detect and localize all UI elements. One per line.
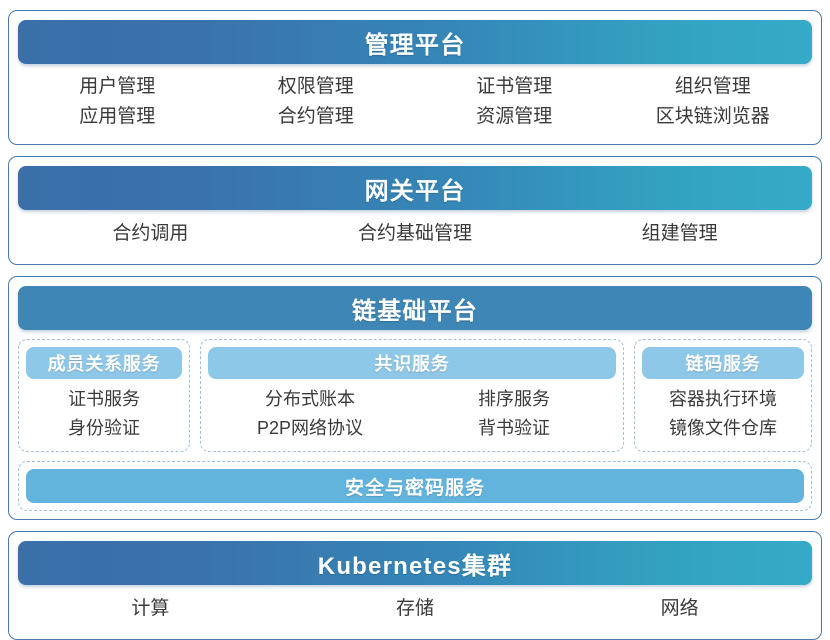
item-p2p-network-protocol: P2P网络协议 — [256, 418, 364, 438]
column-certificate-service: 证书服务 身份验证 — [26, 385, 182, 443]
column-certificate-management: 证书管理 资源管理 — [415, 72, 614, 132]
group-title-consensus-service: 共识服务 — [208, 347, 616, 379]
item-contract-base-management: 合约基础管理 — [358, 223, 473, 244]
group-title-member-relation-service: 成员关系服务 — [26, 347, 182, 379]
column-contract-base-management: 合约基础管理 — [283, 219, 548, 249]
layer-management-platform: 管理平台 用户管理 应用管理 权限管理 合约管理 证书管理 资源管理 组织管理 … — [8, 10, 822, 145]
item-ordering-service: 排序服务 — [478, 389, 550, 409]
item-contract-management: 合约管理 — [277, 106, 354, 127]
group-chaincode-service: 链码服务 容器执行环境 镜像文件仓库 — [634, 339, 812, 452]
security-crypto-service-bar: 安全与密码服务 — [26, 469, 804, 503]
item-user-management: 用户管理 — [79, 76, 156, 97]
layer-kubernetes-cluster: Kubernetes集群 计算 存储 网络 — [8, 531, 822, 640]
item-permission-management: 权限管理 — [277, 76, 354, 97]
column-user-management: 用户管理 应用管理 — [18, 72, 217, 132]
consensus-service-items: 分布式账本 P2P网络协议 排序服务 背书验证 — [208, 379, 616, 443]
member-relation-service-items: 证书服务 身份验证 — [26, 379, 182, 443]
item-component-management: 组建管理 — [641, 223, 718, 244]
item-certificate-service: 证书服务 — [68, 389, 140, 409]
column-compute: 计算 — [18, 594, 283, 624]
column-ordering-service: 排序服务 背书验证 — [412, 385, 616, 443]
column-permission-management: 权限管理 合约管理 — [217, 72, 416, 132]
item-network: 网络 — [660, 598, 699, 619]
item-application-management: 应用管理 — [79, 106, 156, 127]
layer-chain-base-platform: 链基础平台 成员关系服务 证书服务 身份验证 共识服务 分布式账本 — [8, 276, 822, 520]
item-distributed-ledger: 分布式账本 — [265, 389, 355, 409]
chaincode-service-items: 容器执行环境 镜像文件仓库 — [642, 379, 804, 443]
column-network: 网络 — [547, 594, 812, 624]
column-container-runtime: 容器执行环境 镜像文件仓库 — [642, 385, 804, 443]
layer-title-chain-base-platform: 链基础平台 — [18, 286, 812, 330]
chain-base-groups: 成员关系服务 证书服务 身份验证 共识服务 分布式账本 P2P网络协议 — [18, 339, 812, 452]
security-crypto-service-wrapper: 安全与密码服务 — [18, 461, 812, 511]
item-container-runtime: 容器执行环境 — [669, 389, 777, 409]
item-image-repository: 镜像文件仓库 — [669, 418, 777, 438]
group-consensus-service: 共识服务 分布式账本 P2P网络协议 排序服务 背书验证 — [200, 339, 624, 452]
column-contract-invocation: 合约调用 — [18, 219, 283, 249]
group-member-relation-service: 成员关系服务 证书服务 身份验证 — [18, 339, 190, 452]
layer-title-gateway-platform: 网关平台 — [18, 166, 812, 210]
column-component-management: 组建管理 — [547, 219, 812, 249]
item-storage: 存储 — [396, 598, 435, 619]
item-identity-verification: 身份验证 — [68, 418, 140, 438]
column-storage: 存储 — [283, 594, 548, 624]
group-title-chaincode-service: 链码服务 — [642, 347, 804, 379]
column-organization-management: 组织管理 区块链浏览器 — [614, 72, 813, 132]
layer-title-kubernetes-cluster: Kubernetes集群 — [18, 541, 812, 585]
column-distributed-ledger: 分布式账本 P2P网络协议 — [208, 385, 412, 443]
management-platform-items: 用户管理 应用管理 权限管理 合约管理 证书管理 资源管理 组织管理 区块链浏览… — [18, 64, 812, 136]
item-certificate-management: 证书管理 — [476, 76, 553, 97]
item-blockchain-explorer: 区块链浏览器 — [655, 106, 770, 127]
layer-gateway-platform: 网关平台 合约调用 合约基础管理 组建管理 — [8, 156, 822, 265]
item-resource-management: 资源管理 — [476, 106, 553, 127]
item-endorsement-verification: 背书验证 — [478, 418, 550, 438]
item-contract-invocation: 合约调用 — [112, 223, 189, 244]
gateway-platform-items: 合约调用 合约基础管理 组建管理 — [18, 210, 812, 256]
architecture-diagram: 管理平台 用户管理 应用管理 权限管理 合约管理 证书管理 资源管理 组织管理 … — [8, 10, 822, 640]
layer-title-management-platform: 管理平台 — [18, 20, 812, 64]
item-organization-management: 组织管理 — [674, 76, 751, 97]
item-compute: 计算 — [131, 598, 170, 619]
kubernetes-cluster-items: 计算 存储 网络 — [18, 585, 812, 631]
